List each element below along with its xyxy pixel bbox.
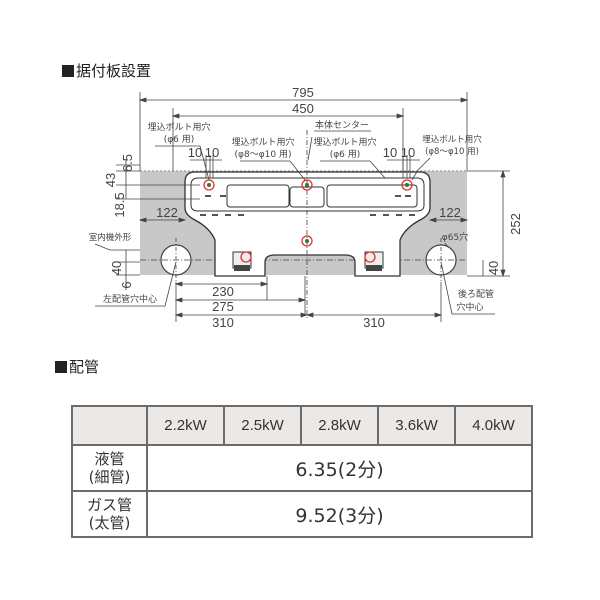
label-bolt-hole-left-1-sub: (φ6 用)	[164, 134, 195, 145]
square-bullet-icon	[55, 361, 67, 373]
row-header-line1: ガス管	[86, 496, 132, 514]
dim-dist-275: 275	[212, 299, 234, 314]
dim-overall-width: 795	[292, 85, 314, 100]
table-row: ガス管 (太管) 9.52(3分)	[71, 490, 533, 538]
row-header-line2: (太管)	[88, 514, 131, 532]
dim-top-offset: 6.5	[120, 154, 135, 172]
table-header-row: 2.2kW 2.5kW 2.8kW 3.6kW 4.0kW	[71, 405, 533, 446]
piping-title: 配管	[69, 358, 100, 376]
label-indoor-outline: 室内機外形	[89, 232, 132, 243]
table-corner-cell	[71, 405, 148, 446]
row-header-gas-pipe: ガス管 (太管)	[71, 490, 148, 538]
dim-left-margin: 122	[156, 205, 178, 220]
label-bolt-hole-right-sub: (φ8～φ10 用)	[425, 147, 479, 157]
installation-plate-heading: 据付板設置	[62, 60, 151, 81]
label-bolt-hole-left-2: 埋込ボルト用穴	[231, 136, 294, 148]
label-bolt-hole-left-2-sub: (φ8～φ10 用)	[235, 149, 292, 160]
label-hole-diameter: φ65穴	[442, 231, 468, 243]
label-rear-pipe-hole-center-2: 穴中心	[456, 301, 483, 313]
label-bolt-hole-center-sub: (φ6 用)	[330, 149, 361, 160]
dim-upper-height: 43	[103, 173, 118, 187]
dim-right-gap-a: 10	[383, 145, 397, 160]
label-bolt-hole-center: 埋込ボルト用穴	[313, 136, 376, 148]
piping-table: 2.2kW 2.5kW 2.8kW 3.6kW 4.0kW 液管 (細管) 6.…	[71, 405, 533, 538]
row-header-liquid-pipe: 液管 (細管)	[71, 444, 148, 492]
dim-height-total: 252	[508, 213, 523, 235]
liquid-pipe-value: 6.35(2分)	[146, 444, 533, 492]
dim-mid-height: 18.5	[112, 192, 127, 217]
dim-right-margin: 122	[439, 205, 461, 220]
dim-bottom-offset: 6	[119, 281, 134, 288]
column-header: 4.0kW	[454, 405, 533, 446]
installation-plate	[184, 171, 431, 277]
plate-slots	[200, 195, 415, 216]
dim-left-310: 310	[212, 315, 234, 330]
dim-left-gap-b: 10	[205, 145, 219, 160]
label-body-center: 本体センター	[315, 119, 369, 131]
table-row: 液管 (細管) 6.35(2分)	[71, 444, 533, 492]
column-header: 2.2kW	[146, 405, 225, 446]
dim-bolt-span: 450	[292, 101, 314, 116]
installation-plate-title: 据付板設置	[76, 62, 152, 80]
dim-left-hole-height: 40	[109, 261, 124, 275]
dim-left-gap-a: 10	[188, 145, 202, 160]
column-header: 2.5kW	[223, 405, 302, 446]
label-left-pipe-hole-center: 左配管穴中心	[103, 293, 157, 305]
piping-heading: 配管	[55, 356, 99, 377]
label-bolt-hole-left-1: 埋込ボルト用穴	[147, 121, 210, 133]
row-header-line1: 液管	[94, 450, 125, 468]
gas-pipe-value: 9.52(3分)	[146, 490, 533, 538]
label-bolt-hole-right: 埋込ボルト用穴	[422, 134, 482, 145]
column-header: 2.8kW	[300, 405, 379, 446]
installation-plate-diagram: 795 450 10 10 10 10 埋込ボルト用穴 (φ6 用) 埋込ボルト…	[89, 85, 523, 330]
bolt-hole-markers	[203, 179, 413, 263]
square-bullet-icon	[62, 65, 74, 77]
label-rear-pipe-hole-center-1: 後ろ配管	[458, 288, 494, 300]
dim-right-gap-b: 10	[401, 145, 415, 160]
dim-dist-230: 230	[212, 284, 234, 299]
column-header: 3.6kW	[377, 405, 456, 446]
dim-right-hole-height: 40	[486, 261, 501, 275]
row-header-line2: (細管)	[88, 468, 131, 486]
dim-right-310: 310	[363, 315, 385, 330]
